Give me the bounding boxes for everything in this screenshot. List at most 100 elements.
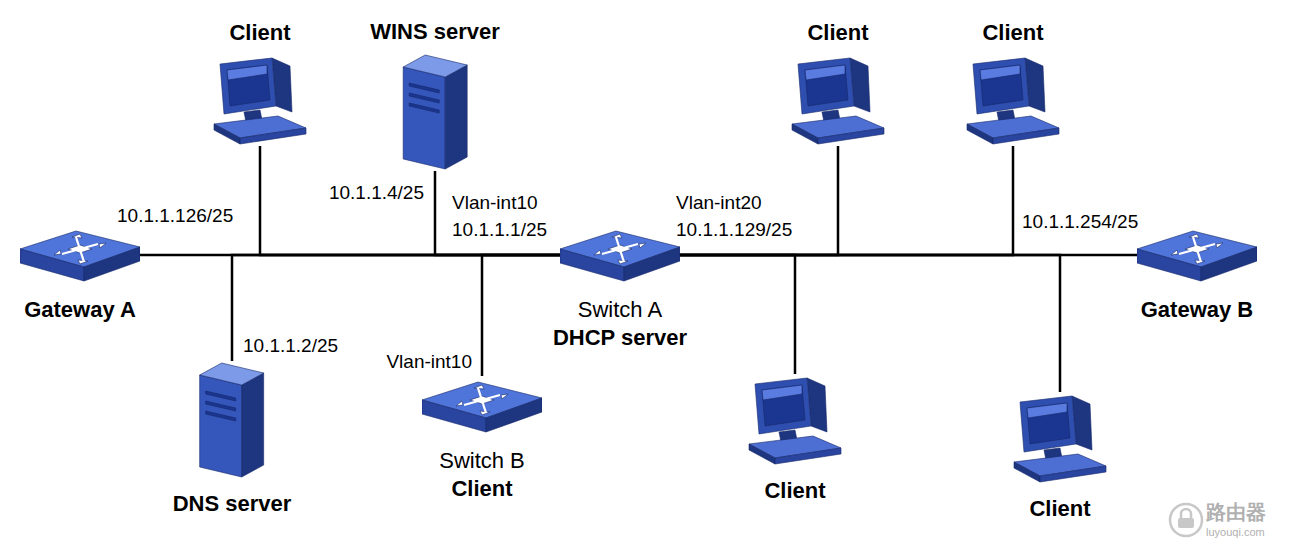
client-pc: Client xyxy=(788,18,888,146)
icon-part xyxy=(409,83,439,93)
ip-address: 10.1.1.2/25 xyxy=(243,335,338,357)
icon-part xyxy=(200,375,242,477)
icon-part xyxy=(798,58,854,114)
gateway-switch: Gateway B xyxy=(1137,225,1257,323)
icon-part xyxy=(227,65,267,80)
watermark: 路由器 xyxy=(1206,501,1266,524)
icon-part xyxy=(445,65,467,169)
icon-part xyxy=(1014,462,1040,482)
switch-icon xyxy=(20,225,140,285)
device-label: DHCP server xyxy=(553,325,687,351)
dns-server: DNS server xyxy=(173,361,292,517)
icon-part xyxy=(54,250,61,255)
pc-icon xyxy=(1010,392,1110,484)
network-link xyxy=(435,171,562,255)
icon-part xyxy=(20,249,84,281)
icon-part xyxy=(639,243,646,248)
interface-name: Vlan-int10 xyxy=(386,351,472,373)
icon-part xyxy=(1137,249,1201,281)
icon-part xyxy=(624,247,680,281)
device-label: Gateway A xyxy=(24,297,136,323)
icon-part xyxy=(422,400,486,432)
dhcp-switch: Switch ADHCP server xyxy=(553,225,687,351)
icon-part xyxy=(1201,247,1257,281)
icon-part xyxy=(980,65,1020,80)
device-label: DNS server xyxy=(173,491,292,517)
device-label: Client xyxy=(982,20,1043,46)
icon-part xyxy=(792,124,818,144)
client-pc: Client xyxy=(210,18,310,146)
interface-name: Vlan-int10 xyxy=(452,192,538,214)
network-link xyxy=(260,146,562,255)
icon-part xyxy=(501,394,508,399)
icon-part xyxy=(1027,403,1067,418)
icon-part xyxy=(206,401,236,411)
icon-part xyxy=(486,398,542,432)
icon-part xyxy=(616,237,624,262)
device-label: Client xyxy=(229,20,290,46)
server-icon xyxy=(399,53,471,171)
icon-part xyxy=(409,93,439,103)
icon-part xyxy=(99,243,106,248)
icon-part xyxy=(1171,250,1178,255)
icon-part xyxy=(560,249,624,281)
icon-part xyxy=(227,65,270,106)
icon-part xyxy=(980,65,1023,106)
icon-part xyxy=(1193,237,1201,262)
ip-address: 10.1.1.129/25 xyxy=(676,219,792,241)
icon-part xyxy=(1020,396,1076,452)
network-link xyxy=(678,255,1060,392)
icon-part xyxy=(206,411,236,421)
icon-part xyxy=(478,388,486,413)
icon-part xyxy=(1040,466,1106,482)
icon-part xyxy=(749,444,775,464)
pc-icon xyxy=(745,374,845,466)
icon-part xyxy=(456,401,463,406)
icon-part xyxy=(775,448,841,464)
device-label: Switch A xyxy=(578,297,662,323)
ip-address: 10.1.1.254/25 xyxy=(1022,211,1138,233)
switch-icon xyxy=(422,376,542,436)
icon-part xyxy=(403,67,445,169)
pc-icon xyxy=(788,54,888,146)
watermark: luyouqi.com xyxy=(1206,525,1265,539)
client-pc: Client xyxy=(745,374,845,504)
icon-part xyxy=(76,237,84,262)
device-label: Client xyxy=(807,20,868,46)
icon-part xyxy=(206,391,236,401)
device-label: Client xyxy=(451,476,512,502)
icon-part xyxy=(594,250,601,255)
icon-part xyxy=(762,385,802,400)
icon-part xyxy=(200,363,264,385)
network-link xyxy=(678,255,795,374)
device-label: Client xyxy=(1029,496,1090,522)
ip-address: 10.1.1.1/25 xyxy=(452,219,547,241)
icon-part xyxy=(214,124,240,144)
icon-part xyxy=(967,124,993,144)
icon-part xyxy=(805,65,845,80)
icon-part xyxy=(409,103,439,113)
icon-part xyxy=(84,247,140,281)
icon-part xyxy=(240,128,306,144)
ip-address: 10.1.1.126/25 xyxy=(117,205,233,227)
pc-icon xyxy=(210,54,310,146)
network-link xyxy=(232,255,562,361)
device-label: Client xyxy=(764,478,825,504)
device-label: Switch B xyxy=(439,448,525,474)
device-label: Gateway B xyxy=(1141,297,1254,323)
network-link xyxy=(482,255,562,376)
switch-icon xyxy=(560,225,680,285)
icon-part xyxy=(973,58,1029,114)
icon-part xyxy=(805,65,848,106)
icon-part xyxy=(403,55,467,77)
icon-part xyxy=(762,385,805,426)
client-switch: Switch BClient xyxy=(422,376,542,502)
watermark-badge xyxy=(1170,504,1202,536)
switch-icon xyxy=(1137,225,1257,285)
icon-part xyxy=(1027,403,1070,444)
icon-part xyxy=(220,58,276,114)
icon-part xyxy=(993,128,1059,144)
pc-icon xyxy=(963,54,1063,146)
